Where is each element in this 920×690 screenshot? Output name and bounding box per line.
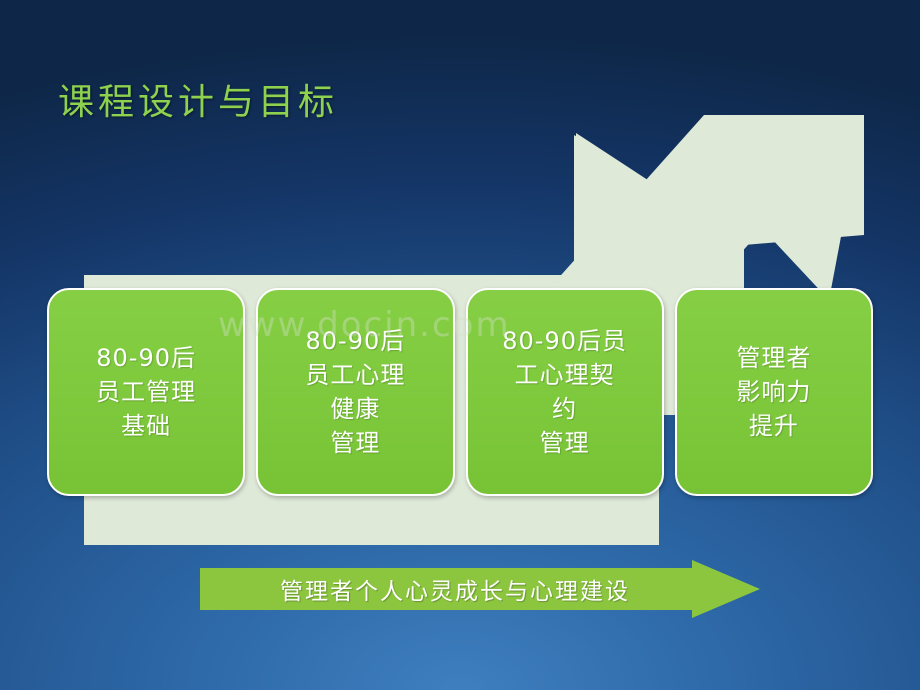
- process-card: 80-90后员 工心理契 约 管理: [465, 288, 664, 496]
- banner-arrow: 管理者个人心灵成长与心理建设: [200, 560, 760, 618]
- slide-title: 课程设计与目标: [58, 82, 339, 123]
- process-card-row: 80-90后 员工管理 基础 80-90后 员工心理 健康 管理 80-90后员…: [47, 288, 873, 496]
- card-line: 员工心理: [305, 360, 406, 389]
- card-line: 管理: [539, 429, 590, 458]
- card-line: 员工管理: [96, 377, 197, 406]
- card-line: 80-90后: [305, 326, 406, 355]
- card-line: 提升: [748, 412, 799, 441]
- banner-label: 管理者个人心灵成长与心理建设: [280, 579, 630, 605]
- card-line: 基础: [121, 412, 172, 441]
- process-card: 管理者 影响力 提升: [674, 288, 873, 496]
- card-line: 80-90后: [96, 343, 196, 372]
- card-line: 工心理契: [514, 360, 615, 389]
- card-line: 80-90后员: [502, 326, 627, 355]
- card-line: 管理者: [736, 343, 812, 372]
- card-line: 健康: [330, 395, 381, 423]
- card-line: 管理: [330, 429, 381, 458]
- process-card: 80-90后 员工管理 基础: [47, 288, 246, 496]
- card-line: 影响力: [736, 377, 812, 406]
- card-line: 约: [552, 395, 578, 423]
- process-card: 80-90后 员工心理 健康 管理: [256, 288, 455, 496]
